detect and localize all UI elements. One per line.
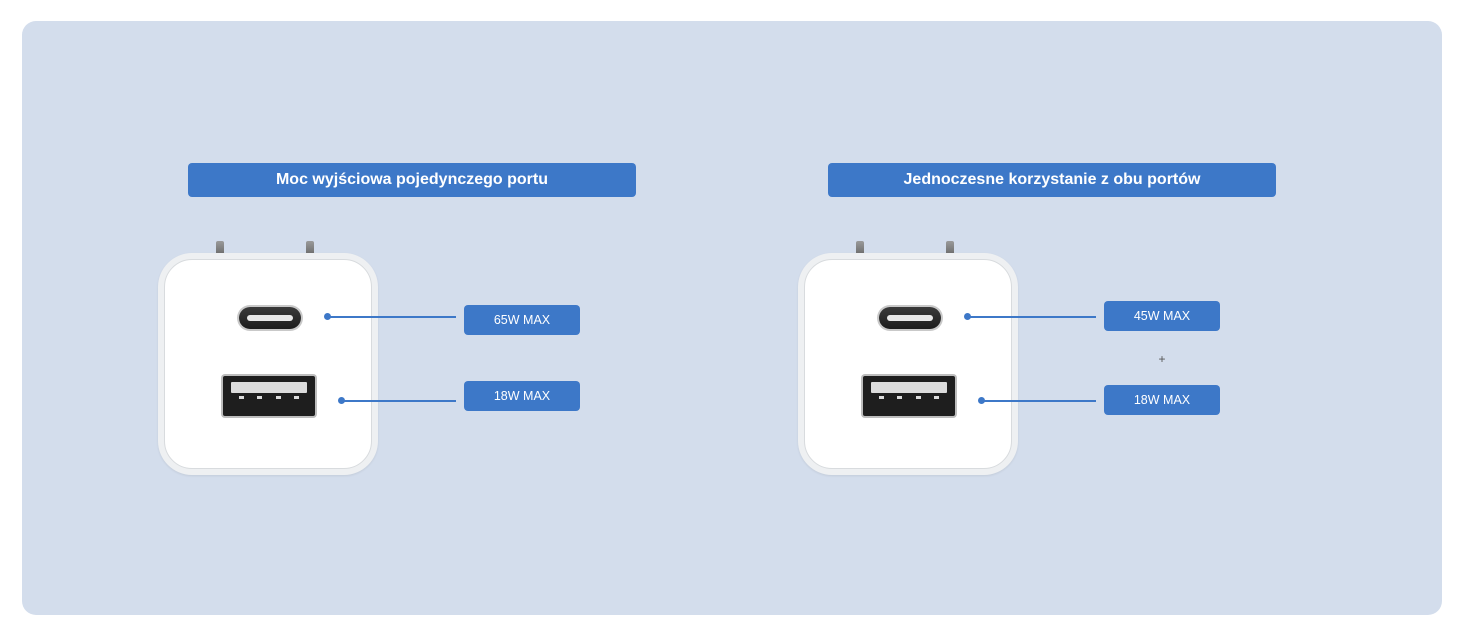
prong [306,241,314,255]
section-title: Jednoczesne korzystanie z obu portów [828,163,1276,197]
callout-dot [978,397,985,404]
callout-dot [964,313,971,320]
callout-line [968,316,1096,318]
prong [856,241,864,255]
callout-dot [324,313,331,320]
usb-a-port-icon [863,376,955,416]
usb-c-port-icon [239,307,301,329]
charger-body [798,253,1018,475]
prong [946,241,954,255]
usb-c-port-icon [879,307,941,329]
port-label-usb-c: 65W MAX [464,305,580,335]
port-label-usb-c: 45W MAX [1104,301,1220,331]
callout-line [342,400,456,402]
dual-port-section: Jednoczesne korzystanie z obu portów 45W… [798,21,1276,615]
usb-a-port-icon [223,376,315,416]
section-title: Moc wyjściowa pojedynczego portu [188,163,636,197]
comparison-panel: Moc wyjściowa pojedynczego portu 65W MAX… [22,21,1442,615]
charger-body [158,253,378,475]
plus-separator: + [1158,352,1166,366]
charger-icon [798,241,1020,477]
prong [216,241,224,255]
callout-dot [338,397,345,404]
port-label-usb-a: 18W MAX [1104,385,1220,415]
charger-icon [158,241,380,477]
single-port-section: Moc wyjściowa pojedynczego portu 65W MAX… [158,21,636,615]
callout-line [982,400,1096,402]
callout-line [328,316,456,318]
port-label-usb-a: 18W MAX [464,381,580,411]
